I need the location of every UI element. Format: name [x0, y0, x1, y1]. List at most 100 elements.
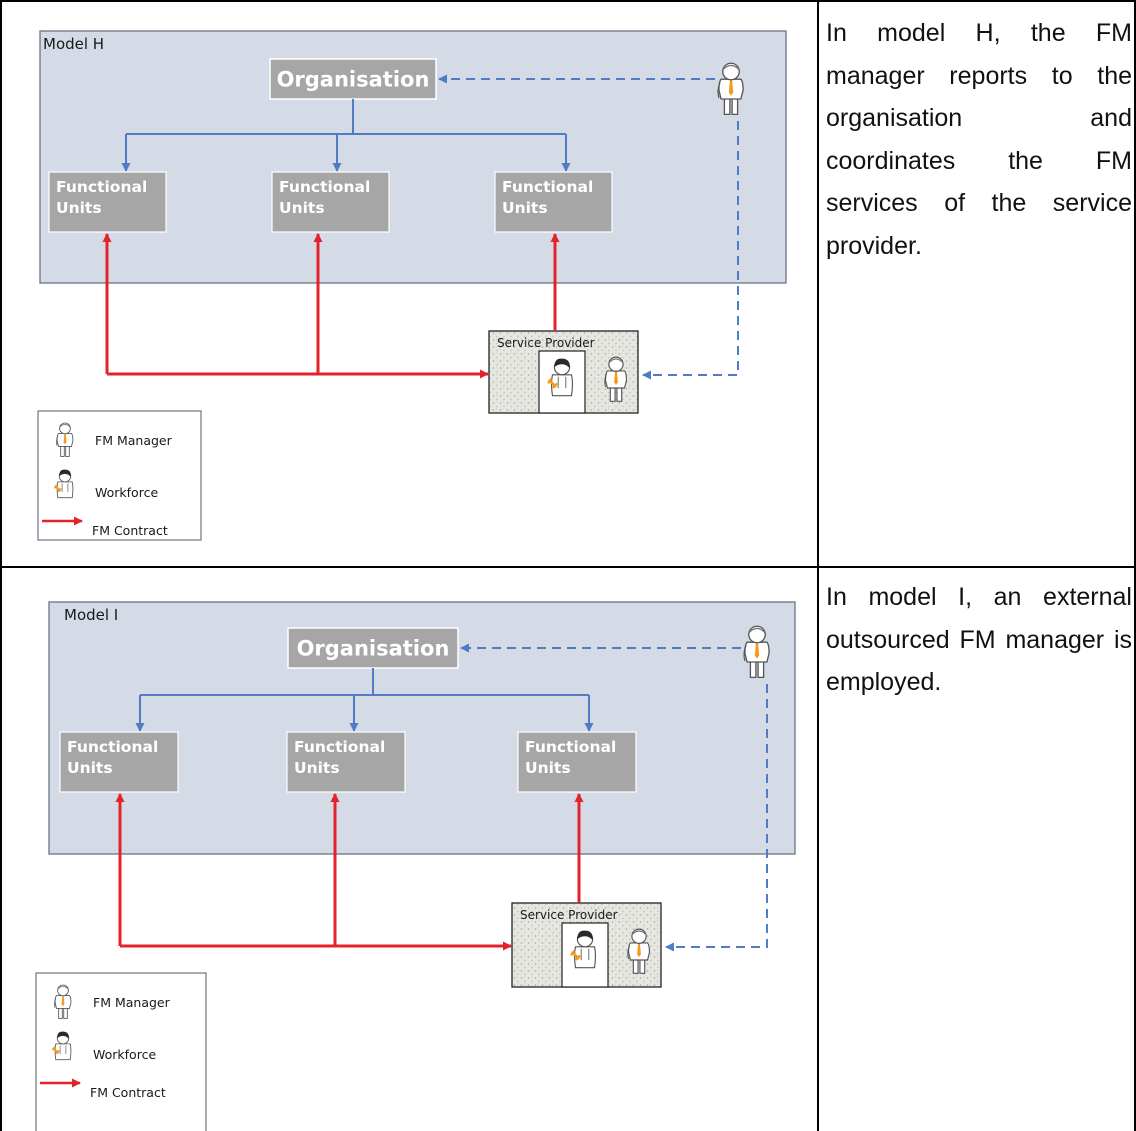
person-head — [722, 62, 740, 81]
legend-fm-contract-label: FM Contract — [90, 1085, 166, 1100]
coordination-dashed-arrow — [665, 684, 768, 952]
worker-straps — [557, 376, 567, 389]
table-border-right — [1134, 0, 1136, 1131]
functional-unit-node — [271, 171, 390, 233]
fm-manager-icon — [604, 356, 628, 402]
person-head — [608, 356, 624, 372]
worker-straps — [580, 948, 590, 961]
person-hair — [722, 64, 740, 70]
external-fm-manager-icon — [743, 625, 770, 679]
tie-icon — [754, 643, 760, 659]
person-legs — [58, 1006, 68, 1019]
person-hair — [748, 627, 766, 633]
functional-unit-label: Units — [294, 759, 340, 777]
person-hair — [59, 424, 71, 428]
worker-hair — [577, 930, 593, 941]
person-legs — [723, 96, 739, 116]
coordination-dashed-arrow — [642, 121, 739, 380]
table-border-top — [0, 0, 1136, 2]
functional-unit-label: Functional — [502, 178, 593, 196]
fm-manager-icon — [627, 928, 651, 974]
person-legs — [609, 386, 623, 402]
functional-unit-label: Functional — [67, 738, 158, 756]
functional-unit-node — [517, 731, 637, 793]
model-label: Model H — [43, 35, 104, 53]
wrench-icon — [53, 484, 62, 493]
tie-icon — [637, 943, 641, 958]
wrench-icon — [570, 950, 581, 961]
legend-fm-manager-label: FM Manager — [93, 995, 171, 1010]
functional-unit-node — [59, 731, 179, 793]
functional-unit-label: Units — [525, 759, 571, 777]
workforce-icon — [547, 358, 574, 397]
worker-straps — [61, 483, 69, 492]
functional-unit-node — [286, 731, 406, 793]
person-hair — [631, 930, 647, 935]
functional-unit-label: Units — [56, 199, 102, 217]
person-head — [59, 422, 71, 435]
worker-overalls — [550, 374, 574, 397]
legend-workforce-label: Workforce — [95, 485, 158, 500]
person-hair — [608, 358, 624, 363]
legend-workforce-icon — [51, 1031, 72, 1061]
external-fm-manager-icon — [717, 62, 744, 116]
service-provider-label: Service Provider — [497, 336, 595, 350]
legend-fm-contract-label: FM Contract — [92, 523, 168, 538]
legend-workforce-label: Workforce — [93, 1047, 156, 1062]
person-arm — [627, 945, 630, 960]
organisation-label: Organisation — [277, 68, 430, 92]
person-arm — [604, 373, 607, 388]
functional-unit-node — [48, 171, 167, 233]
legend-workforce-icon — [53, 469, 74, 499]
functional-unit-label: Functional — [279, 178, 370, 196]
person-arm — [743, 645, 747, 662]
tie-icon — [728, 80, 734, 96]
legend-fm-manager-icon — [54, 984, 72, 1019]
model-label: Model I — [64, 606, 118, 624]
functional-unit-label: Units — [502, 199, 548, 217]
person-legs — [749, 659, 765, 679]
model-i-description: In model I, an external outsourced FM ma… — [826, 583, 1132, 696]
table-column-divider — [817, 0, 819, 1131]
worker-overalls — [54, 1043, 72, 1061]
tie-icon — [61, 996, 65, 1007]
functional-unit-label: Functional — [294, 738, 385, 756]
table-row-divider — [0, 566, 1136, 568]
person-head — [57, 984, 69, 997]
person-arm — [56, 435, 59, 446]
functional-unit-label: Units — [279, 199, 325, 217]
workforce-icon — [570, 930, 597, 969]
worker-straps — [59, 1045, 67, 1054]
service-provider-label: Service Provider — [520, 908, 618, 922]
model-h-description: In model H, the FM manager reports to th… — [826, 19, 1132, 260]
organisation-node — [287, 627, 459, 669]
person-head — [631, 928, 647, 944]
wrench-icon — [51, 1046, 60, 1055]
wrench-icon — [547, 378, 558, 389]
worker-hair — [59, 469, 71, 477]
organisation-node — [269, 58, 437, 100]
worker-overalls — [573, 946, 597, 969]
person-arm — [717, 82, 721, 99]
tie-icon — [63, 434, 67, 445]
person-legs — [632, 958, 646, 974]
table-border-left — [0, 0, 2, 1131]
organisation-label: Organisation — [297, 637, 450, 661]
legend-fm-manager-label: FM Manager — [95, 433, 173, 448]
functional-unit-label: Functional — [525, 738, 616, 756]
worker-overalls — [56, 481, 74, 499]
person-hair — [57, 986, 69, 990]
worker-hair — [554, 358, 570, 369]
tie-icon — [614, 371, 618, 386]
functional-unit-node — [494, 171, 613, 233]
functional-unit-label: Units — [67, 759, 113, 777]
person-arm — [54, 997, 57, 1008]
person-legs — [60, 444, 70, 457]
worker-hair — [57, 1031, 69, 1039]
functional-unit-label: Functional — [56, 178, 147, 196]
